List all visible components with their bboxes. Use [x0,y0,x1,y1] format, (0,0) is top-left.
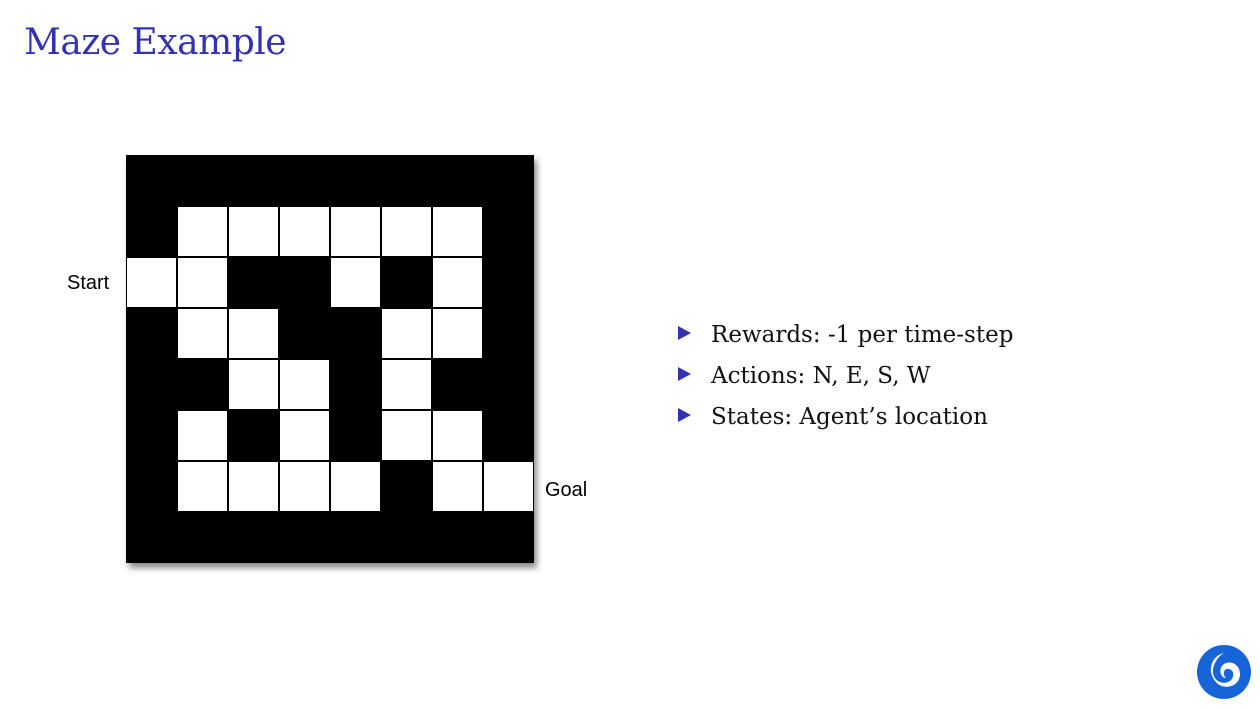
maze-open-cell [432,206,483,257]
maze-open-cell [177,461,228,512]
maze-open-cell [330,206,381,257]
maze-open-cell [279,461,330,512]
maze-grid [126,155,534,563]
maze-open-cell [381,359,432,410]
maze-open-cell [177,206,228,257]
maze-open-cell [228,359,279,410]
maze-open-cell [432,461,483,512]
maze-open-cell [228,206,279,257]
maze-open-cell [177,308,228,359]
slide-title: Maze Example [24,22,287,63]
maze-open-cell [228,461,279,512]
maze-open-cell [381,308,432,359]
bullet-item-actions: Actions: N, E, S, W [678,355,1013,396]
bullet-text: Rewards: -1 per time-step [711,321,1014,348]
maze-open-cell [432,410,483,461]
start-label: Start [67,272,110,294]
maze-open-cell [126,257,177,308]
maze-open-cell [279,359,330,410]
maze-open-cell [432,257,483,308]
deepmind-logo-icon [1197,645,1251,699]
maze-open-cell [381,410,432,461]
maze-open-cell [228,308,279,359]
maze-open-cell [381,206,432,257]
goal-label: Goal [545,479,588,501]
maze-open-cell [279,410,330,461]
maze-open-cell [177,410,228,461]
bullet-triangle-icon [678,407,691,422]
maze-open-cell [432,308,483,359]
bullet-triangle-icon [678,366,691,381]
maze-open-cell [330,257,381,308]
maze-open-cell [330,461,381,512]
maze-open-cell [177,257,228,308]
bullet-text: States: Agent’s location [711,403,988,430]
maze-open-cell [483,461,534,512]
bullet-item-states: States: Agent’s location [678,396,1013,437]
bullet-text: Actions: N, E, S, W [711,362,931,389]
bullet-item-rewards: Rewards: -1 per time-step [678,314,1013,355]
bullet-list: Rewards: -1 per time-step Actions: N, E,… [678,314,1013,437]
bullet-triangle-icon [678,325,691,340]
maze-open-cell [279,206,330,257]
